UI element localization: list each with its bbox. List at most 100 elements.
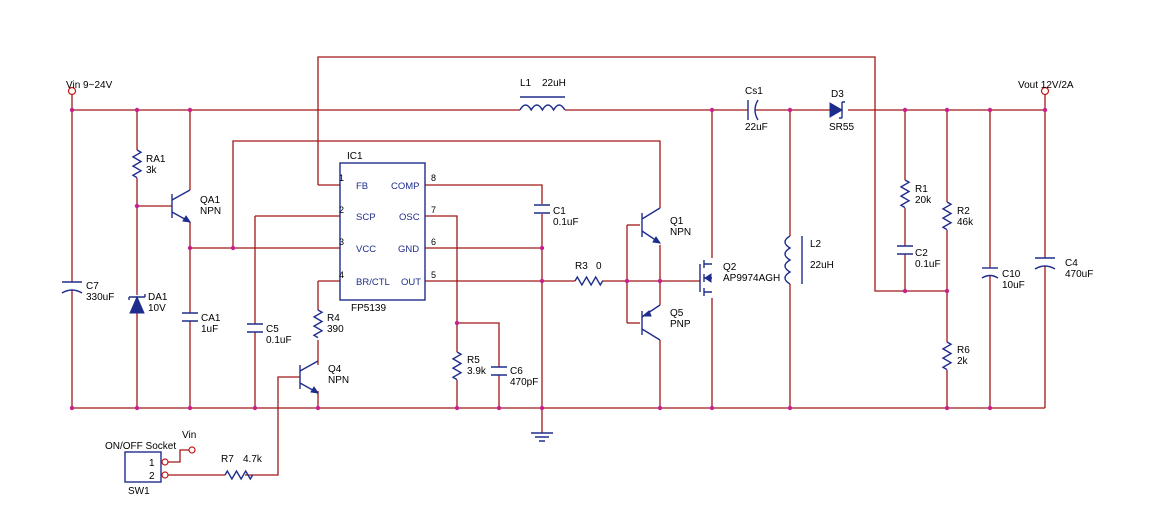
resistor-r4: R4 390 bbox=[312, 309, 344, 339]
qa1-ref: QA1 bbox=[200, 195, 220, 206]
c10-value: 10uF bbox=[1002, 280, 1025, 291]
pin-4-number: 4 bbox=[339, 270, 344, 280]
transistor-q1: Q1 NPN bbox=[641, 207, 691, 244]
capacitor-c6: C6 470pF bbox=[491, 366, 538, 388]
capacitor-c5: C5 0.1uF bbox=[247, 323, 292, 346]
switch-sw1: ON/OFF Socket Vin 1 2 SW1 bbox=[105, 430, 196, 497]
ca1-value: 1uF bbox=[201, 324, 218, 335]
capacitor-ca1: CA1 1uF bbox=[182, 312, 221, 335]
cs1-value: 22uF bbox=[745, 122, 768, 133]
c10-ref: C10 bbox=[1002, 269, 1021, 280]
pin-8-number: 8 bbox=[431, 173, 436, 183]
r4-ref: R4 bbox=[327, 313, 340, 324]
pin-scp-label: SCP bbox=[356, 212, 376, 223]
r6-ref: R6 bbox=[957, 345, 970, 356]
c4-value: 470uF bbox=[1065, 269, 1093, 280]
q5-value: PNP bbox=[670, 319, 691, 330]
cs1-ref: Cs1 bbox=[745, 86, 763, 97]
sw-pin2: 2 bbox=[149, 471, 155, 482]
transistor-q5: Q5 PNP bbox=[641, 304, 691, 341]
c2-ref: C2 bbox=[915, 248, 928, 259]
pin-2-number: 2 bbox=[339, 205, 344, 215]
pin-out-label: OUT bbox=[401, 277, 421, 288]
c7-value: 330uF bbox=[86, 292, 114, 303]
r2-value: 46k bbox=[957, 217, 974, 228]
c4-ref: C4 bbox=[1065, 258, 1078, 269]
c5-ref: C5 bbox=[266, 324, 279, 335]
r7-value: 4.7k bbox=[243, 454, 263, 465]
da1-ref: DA1 bbox=[148, 292, 168, 303]
capacitor-c4: C4 470uF bbox=[1034, 257, 1093, 280]
r5-ref: R5 bbox=[467, 355, 480, 366]
ic-fp5139: IC1 FP5139 FB SCP VCC BR/CTL COMP OSC GN… bbox=[339, 151, 436, 314]
pin-comp-label: COMP bbox=[391, 181, 420, 192]
r1-ref: R1 bbox=[915, 184, 928, 195]
l1-value: 22uH bbox=[542, 78, 566, 89]
r7-ref: R7 bbox=[221, 454, 234, 465]
l1-ref: L1 bbox=[520, 78, 532, 89]
ic1-value: FP5139 bbox=[351, 303, 386, 314]
sw-vin-label: Vin bbox=[182, 430, 196, 441]
pin-vcc-label: VCC bbox=[356, 244, 376, 255]
pin-1-number: 1 bbox=[339, 173, 344, 183]
r1-value: 20k bbox=[915, 195, 932, 206]
transistor-qa1: QA1 NPN bbox=[171, 189, 221, 223]
r6-value: 2k bbox=[957, 356, 969, 367]
resistor-r5: R5 3.9k bbox=[451, 351, 487, 381]
inductor-l2: L2 22uH bbox=[784, 235, 834, 285]
r5-value: 3.9k bbox=[467, 366, 487, 377]
sw-title: ON/OFF Socket bbox=[105, 441, 176, 452]
c1-ref: C1 bbox=[553, 206, 566, 217]
ra1-value: 3k bbox=[146, 165, 158, 176]
zener-da1: DA1 10V bbox=[128, 292, 168, 314]
q4-value: NPN bbox=[328, 375, 349, 386]
capacitor-c2: C2 0.1uF bbox=[897, 245, 941, 270]
c7-ref: C7 bbox=[86, 281, 99, 292]
r3-value: 0 bbox=[596, 261, 602, 272]
ca1-ref: CA1 bbox=[201, 313, 221, 324]
resistor-r7: R7 4.7k bbox=[221, 454, 263, 481]
pin-gnd-label: GND bbox=[398, 244, 419, 255]
resistor-r1: R1 20k bbox=[899, 179, 932, 209]
c1-value: 0.1uF bbox=[553, 217, 579, 228]
transistor-q4: Q4 NPN bbox=[299, 360, 349, 394]
l2-value: 22uH bbox=[810, 260, 834, 271]
q1-ref: Q1 bbox=[670, 216, 684, 227]
inductor-l1: L1 22uH bbox=[519, 78, 566, 112]
ra1-ref: RA1 bbox=[146, 154, 166, 165]
capacitor-c10: C10 10uF bbox=[981, 267, 1025, 291]
r4-value: 390 bbox=[327, 324, 344, 335]
capacitor-cs1: Cs1 22uF bbox=[745, 86, 768, 133]
resistor-r3: R3 0 bbox=[574, 261, 604, 287]
sw-pin1: 1 bbox=[149, 458, 155, 469]
d3-ref: D3 bbox=[831, 89, 844, 100]
q1-value: NPN bbox=[670, 227, 691, 238]
d3-value: SR55 bbox=[829, 122, 854, 133]
wires bbox=[71, 56, 1046, 476]
c6-ref: C6 bbox=[510, 366, 523, 377]
ic1-ref: IC1 bbox=[347, 151, 363, 162]
vout-label: Vout 12V/2A bbox=[1018, 80, 1074, 91]
r3-ref: R3 bbox=[575, 261, 588, 272]
ground-symbol bbox=[531, 432, 553, 442]
resistor-r6: R6 2k bbox=[941, 341, 970, 371]
da1-value: 10V bbox=[148, 303, 166, 314]
vout-terminal: Vout 12V/2A bbox=[1018, 80, 1074, 96]
q2-ref: Q2 bbox=[723, 262, 737, 273]
pin-brctl-label: BR/CTL bbox=[356, 277, 390, 288]
pin-7-number: 7 bbox=[431, 205, 436, 215]
c6-value: 470pF bbox=[510, 377, 538, 388]
pin-6-number: 6 bbox=[431, 237, 436, 247]
pin-osc-label: OSC bbox=[399, 212, 420, 223]
mosfet-q2: Q2 AP9974AGH bbox=[699, 260, 780, 296]
diode-d3: D3 SR55 bbox=[829, 89, 854, 133]
q5-ref: Q5 bbox=[670, 308, 684, 319]
l2-ref: L2 bbox=[810, 239, 822, 250]
qa1-value: NPN bbox=[200, 206, 221, 217]
r2-ref: R2 bbox=[957, 206, 970, 217]
vin-label: Vin 9~24V bbox=[66, 80, 113, 91]
q4-ref: Q4 bbox=[328, 364, 342, 375]
resistor-r2: R2 46k bbox=[941, 201, 974, 231]
vin-terminal: Vin 9~24V bbox=[66, 80, 113, 96]
